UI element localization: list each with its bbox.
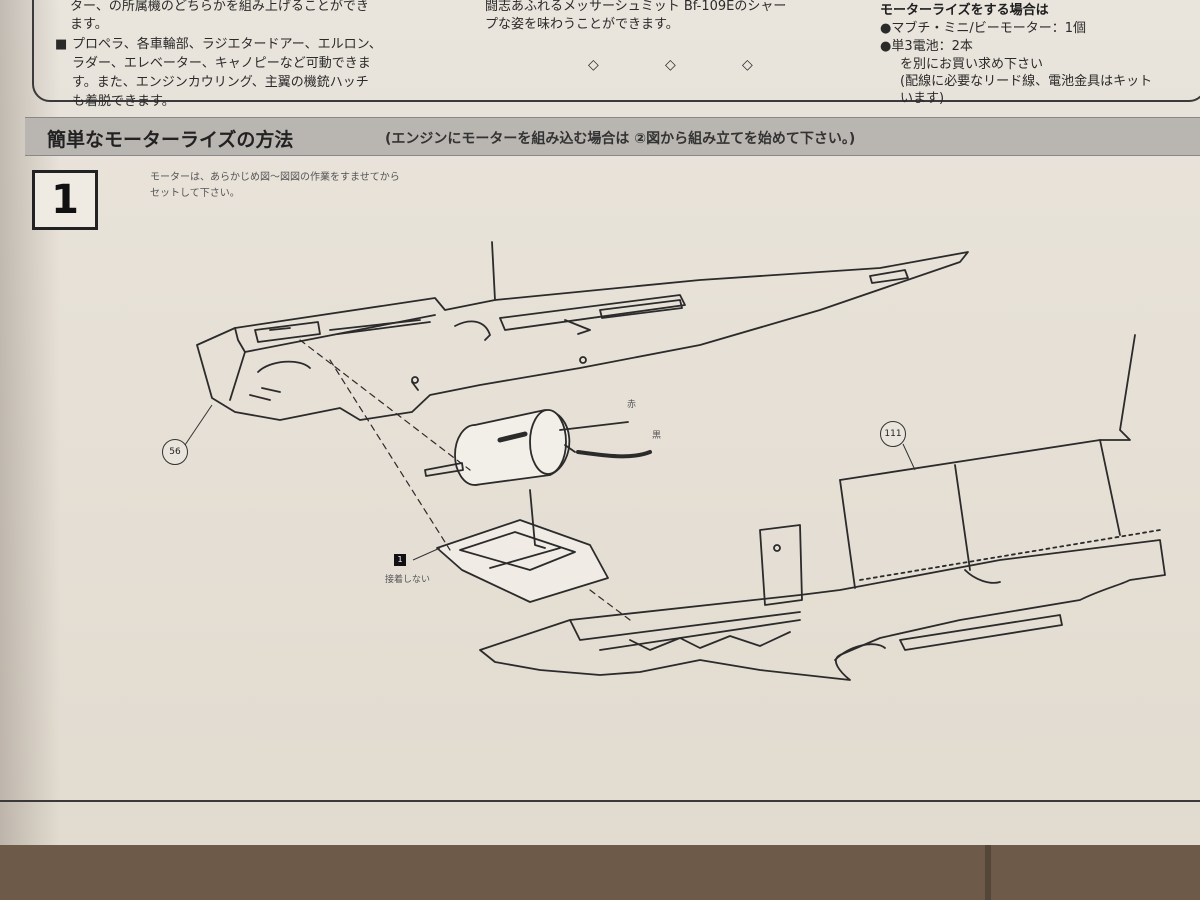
bullet-square: ■: [55, 37, 68, 52]
intro-middle-line-2: プな姿を味わうことができます。: [485, 17, 679, 32]
diamond-2: ◇: [665, 57, 676, 73]
diamond-1: ◇: [588, 57, 599, 73]
intro-left-line-6: も着脱できます。: [72, 94, 175, 109]
section-header: 簡単なモーターライズの方法 (エンジンにモーターを組み込む場合は ②図から組み立…: [25, 117, 1200, 156]
intro-box: [32, 0, 1200, 102]
assembly-illustration: [184, 241, 1166, 681]
diamond-3: ◇: [742, 57, 753, 73]
part-1-note: 接着しない: [385, 575, 431, 585]
upper-fuselage-half: [196, 251, 969, 421]
intro-left-line-4: ラダー、エレベーター、キャノピーなど可動できま: [72, 56, 371, 71]
part-1-box: 1: [394, 554, 406, 566]
intro-right-title: モーターライズをする場合は: [880, 3, 1049, 18]
intro-left-line-5: す。また、エンジンカウリング、主翼の機銃ハッチ: [72, 75, 369, 90]
intro-middle-line-1: 闘志あふれるメッサーシュミット Bf-109Eのシャー: [485, 0, 787, 14]
intro-left-line-1: ター、の所属機のどちらかを組み上げることができ: [70, 0, 369, 14]
step-instruction-1: モーターは、あらかじめ図～図図の作業をすませてから: [150, 172, 400, 183]
table-seam: [985, 845, 991, 900]
intro-right-line-1: ●マブチ・ミニ/ビーモーター：1個: [880, 21, 1086, 36]
step-number-box: 1: [32, 170, 98, 230]
section-title: 簡単なモーターライズの方法: [47, 129, 294, 151]
instruction-sheet: ター、の所属機のどちらかを組み上げることができ ます。 ■ プロペラ、各車輪部、…: [0, 0, 1200, 845]
wire-red-label: 赤: [627, 400, 637, 410]
lower-fuselage-half: [479, 539, 1166, 681]
bottom-border-line: [0, 800, 1200, 802]
intro-right-line-5: います): [900, 91, 945, 106]
wire-black-label: 黒: [652, 431, 662, 441]
intro-right-line-4: (配線に必要なリード線、電池金具はキット: [900, 74, 1153, 89]
part-111-callout: 111: [880, 421, 906, 447]
section-note: (エンジンにモーターを組み込む場合は ②図から組み立てを始めて下さい。): [385, 131, 856, 147]
intro-right-line-2: ●単3電池：2本: [880, 39, 973, 54]
intro-left-line-3: プロペラ、各車輪部、ラジエタードアー、エルロン、: [72, 37, 382, 52]
step-instruction-2: セットして下さい。: [150, 188, 240, 199]
motor-bracket: [436, 489, 609, 603]
motor: [424, 409, 652, 486]
intro-left-line-2: ます。: [70, 17, 108, 32]
intro-right-line-3: を別にお買い求め下さい: [900, 57, 1044, 72]
part-56-callout: 56: [162, 439, 188, 465]
